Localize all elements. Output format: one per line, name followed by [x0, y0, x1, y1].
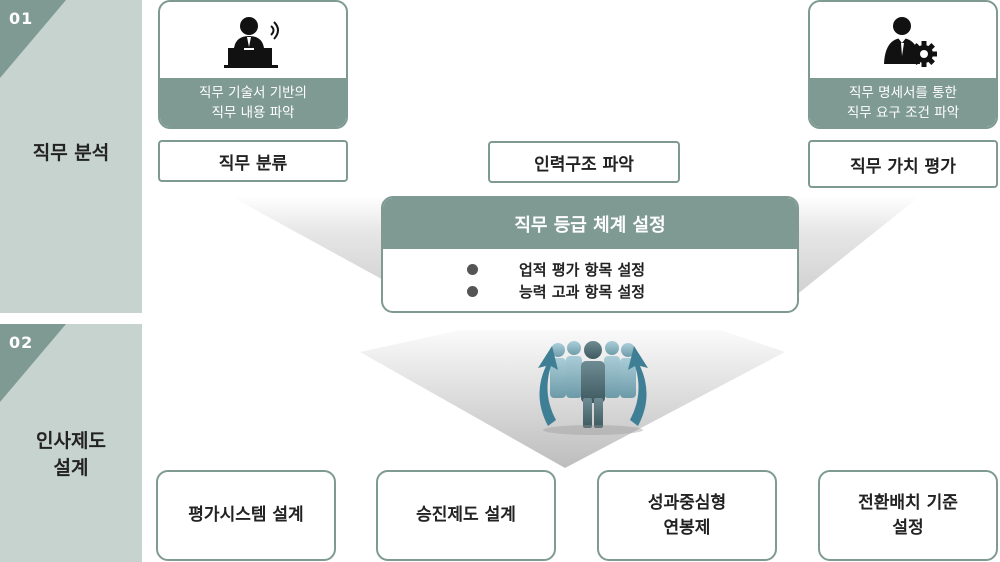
section-label: 인사제도 설계 — [0, 428, 142, 482]
section-label-line: 설계 — [53, 457, 89, 479]
bottom-box-line: 성과중심형 — [647, 492, 727, 513]
section-panel-01: 01 직무 분석 — [0, 0, 142, 313]
job-grade-system-title: 직무 등급 체계 설정 — [383, 198, 797, 249]
card-caption: 직무 기술서 기반의 직무 내용 파악 — [160, 78, 346, 127]
bullet-dot — [467, 286, 478, 297]
card-caption-line: 직무 명세서를 통한 — [849, 84, 957, 101]
workforce-structure-box: 인력구조 파악 — [488, 141, 680, 183]
evaluation-system-design-box: 평가시스템 설계 — [156, 470, 336, 561]
job-value-evaluation-box: 직무 가치 평가 — [808, 140, 998, 188]
bottom-box-line: 설정 — [892, 517, 924, 538]
list-item: 능력 고과 항목 설정 — [383, 281, 797, 303]
card-caption-line: 직무 기술서 기반의 — [199, 84, 307, 101]
bottom-box-line: 승진제도 설계 — [416, 505, 516, 525]
section-number-tab — [0, 324, 66, 402]
businessman-gear-icon — [884, 17, 937, 67]
section-panel-02: 02 인사제도 설계 — [0, 324, 142, 562]
bottom-box-line: 전환배치 기준 — [858, 492, 958, 513]
section-label-line: 인사제도 — [36, 430, 106, 452]
bottom-box-line: 연봉제 — [663, 517, 711, 538]
section-number-tab — [0, 0, 66, 78]
section-label: 직무 분석 — [32, 142, 110, 164]
transfer-criteria-box: 전환배치 기준 설정 — [818, 470, 998, 561]
bullet-dot — [467, 264, 478, 275]
funnel-arrow-shape — [360, 330, 785, 468]
job-classification-box: 직무 분류 — [158, 140, 348, 182]
section-number: 01 — [9, 9, 34, 28]
card-job-specification: 직무 명세서를 통한 직무 요구 조건 파악 — [808, 0, 998, 129]
promotion-system-design-box: 승진제도 설계 — [376, 470, 556, 561]
card-job-description: 직무 기술서 기반의 직무 내용 파악 — [158, 0, 348, 129]
section-number: 02 — [9, 333, 34, 352]
bottom-box-line: 평가시스템 설계 — [188, 505, 304, 525]
list-item: 업적 평가 항목 설정 — [383, 259, 797, 281]
speaker-podium-icon — [224, 17, 279, 68]
team-arrows-icon — [538, 341, 648, 435]
card-caption-line: 직무 내용 파악 — [211, 104, 295, 121]
performance-salary-box: 성과중심형 연봉제 — [597, 470, 777, 561]
card-caption-line: 직무 요구 조건 파악 — [846, 104, 960, 121]
job-grade-bullet-list: 업적 평가 항목 설정 능력 고과 항목 설정 — [383, 249, 797, 303]
job-grade-system-box: 직무 등급 체계 설정 업적 평가 항목 설정 능력 고과 항목 설정 — [381, 196, 799, 313]
card-caption: 직무 명세서를 통한 직무 요구 조건 파악 — [810, 78, 996, 127]
